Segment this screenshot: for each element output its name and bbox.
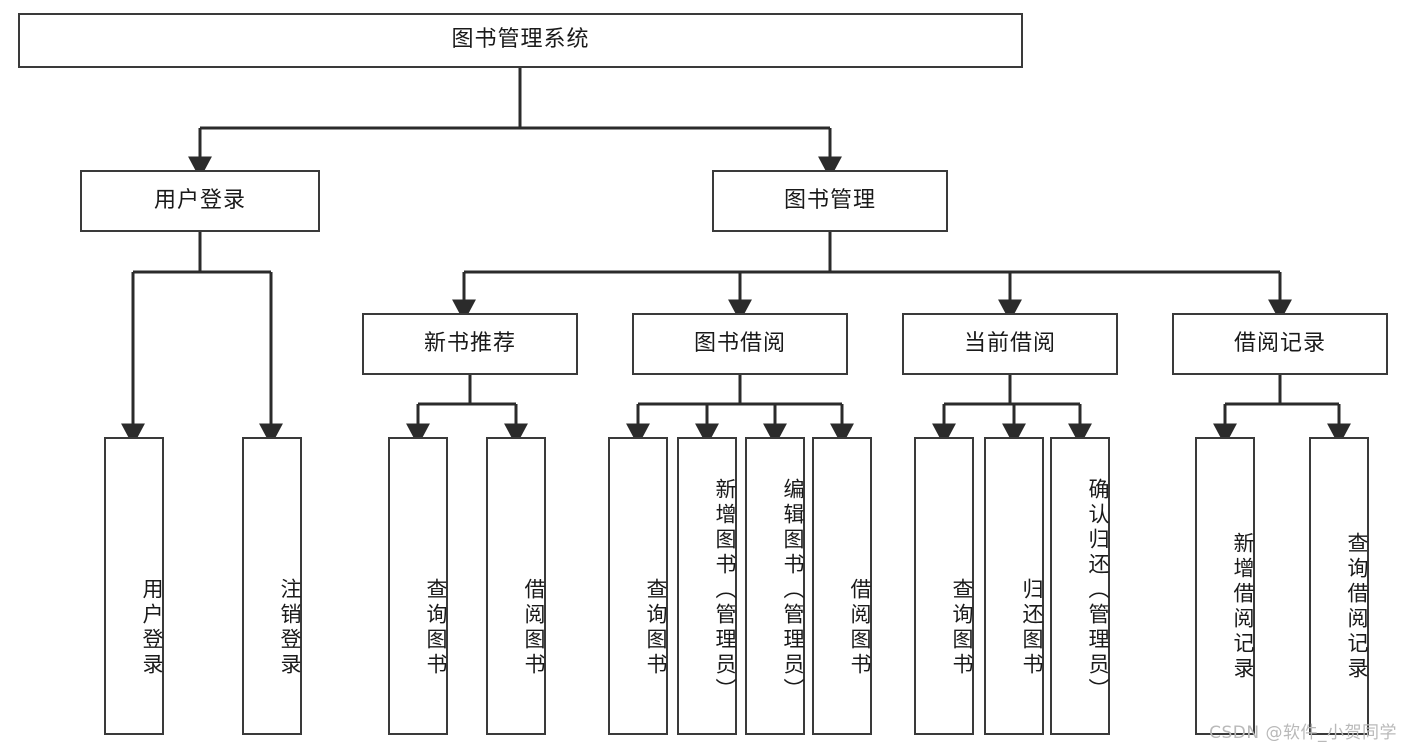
node-label: 新增借阅记录 (1231, 532, 1255, 682)
leaf-book-borrow-borrow[interactable]: 借阅图书 (812, 437, 872, 735)
leaf-current-borrow-confirm-admin[interactable]: 确认归还（管理员） (1050, 437, 1110, 735)
node-label: 查询图书 (424, 578, 448, 678)
node-label: 当前借阅 (963, 330, 1056, 356)
node-label: 用户登录 (153, 187, 246, 213)
node-book-management[interactable]: 图书管理 (712, 170, 948, 232)
node-label: 图书借阅 (693, 330, 786, 356)
node-new-book-recommend[interactable]: 新书推荐 (362, 313, 578, 375)
node-book-borrow[interactable]: 图书借阅 (632, 313, 848, 375)
node-label: 新增图书（管理员） (713, 477, 737, 703)
node-label: 确认归还（管理员） (1086, 477, 1110, 703)
node-label: 用户登录 (140, 578, 164, 678)
leaf-current-borrow-return[interactable]: 归还图书 (984, 437, 1044, 735)
node-borrow-record[interactable]: 借阅记录 (1172, 313, 1388, 375)
leaf-new-book-query[interactable]: 查询图书 (388, 437, 448, 735)
node-label: 注销登录 (278, 578, 302, 678)
node-label: 查询图书 (950, 578, 974, 678)
node-root-book-management-system[interactable]: 图书管理系统 (18, 13, 1023, 68)
node-current-borrow[interactable]: 当前借阅 (902, 313, 1118, 375)
leaf-book-borrow-add-admin[interactable]: 新增图书（管理员） (677, 437, 737, 735)
leaf-book-borrow-query[interactable]: 查询图书 (608, 437, 668, 735)
node-user-login[interactable]: 用户登录 (80, 170, 320, 232)
leaf-borrow-record-add[interactable]: 新增借阅记录 (1195, 437, 1255, 735)
node-label: 借阅图书 (522, 578, 546, 678)
node-label: 查询图书 (644, 578, 668, 678)
node-label: 查询借阅记录 (1345, 532, 1369, 682)
node-label: 借阅图书 (848, 578, 872, 678)
node-label: 图书管理 (783, 187, 876, 213)
node-label: 图书管理系统 (451, 27, 590, 53)
leaf-borrow-record-query[interactable]: 查询借阅记录 (1309, 437, 1369, 735)
node-label: 编辑图书（管理员） (781, 477, 805, 703)
leaf-user-login-signout[interactable]: 注销登录 (242, 437, 302, 735)
leaf-user-login-signin[interactable]: 用户登录 (104, 437, 164, 735)
leaf-new-book-borrow[interactable]: 借阅图书 (486, 437, 546, 735)
node-label: 借阅记录 (1233, 330, 1326, 356)
node-label: 归还图书 (1020, 578, 1044, 678)
node-label: 新书推荐 (423, 330, 516, 356)
leaf-current-borrow-query[interactable]: 查询图书 (914, 437, 974, 735)
leaf-book-borrow-edit-admin[interactable]: 编辑图书（管理员） (745, 437, 805, 735)
